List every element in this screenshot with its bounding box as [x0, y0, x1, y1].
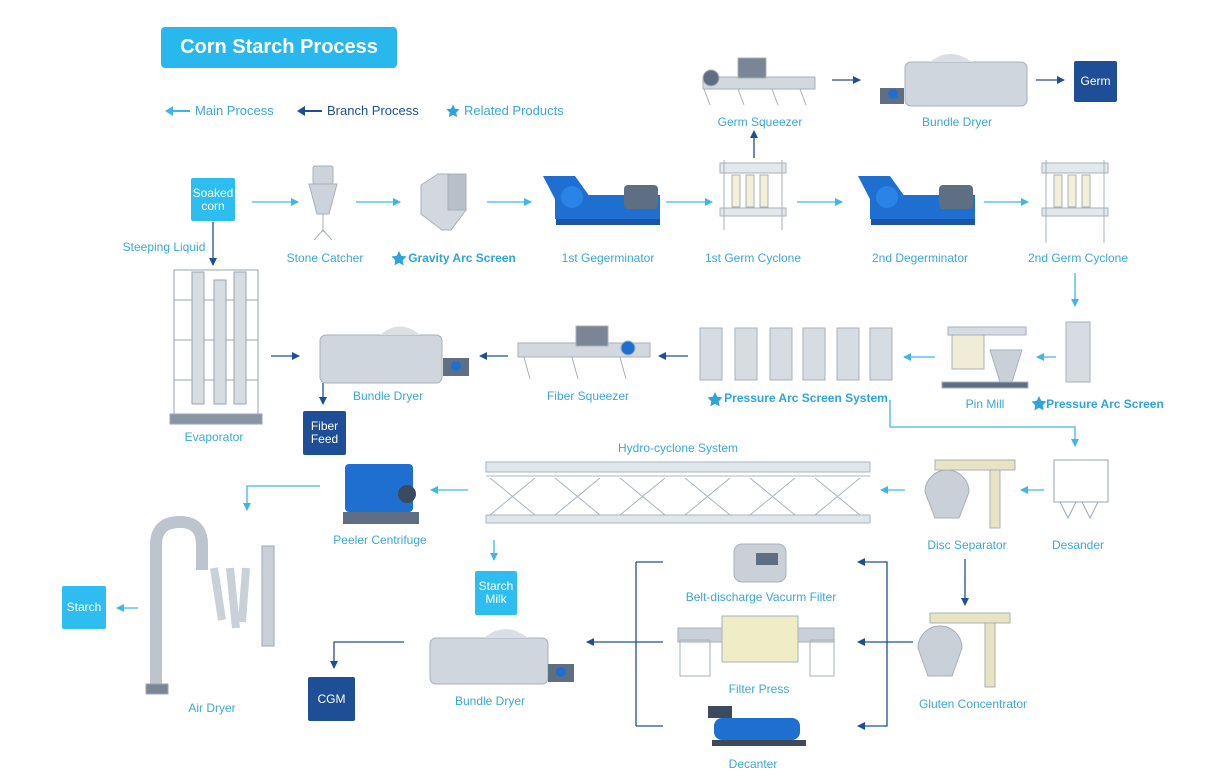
fiber-squeezer-machine — [517, 325, 651, 380]
peeler-centrifuge-label: Peeler Centrifuge — [333, 533, 427, 547]
disc-separator-machine — [924, 459, 1016, 529]
belt-filter-label: Belt-discharge Vacurm Filter — [685, 590, 837, 604]
legend-related: Related Products — [446, 103, 564, 118]
legend-related-label: Related Products — [464, 103, 564, 118]
gluten-concentrator-machine — [917, 612, 1011, 688]
branch-arrow-icon — [297, 105, 322, 116]
second-germ-cyclone-machine — [1041, 160, 1109, 243]
belt-filter-machine — [733, 543, 787, 583]
gravity-arc-screen-machine — [420, 173, 467, 231]
legend-main-label: Main Process — [195, 103, 274, 118]
second-degerminator-label: 2nd Degerminator — [871, 251, 969, 265]
desander-label: Desander — [1051, 538, 1105, 552]
first-germ-cyclone-machine — [719, 160, 787, 230]
starch-box: Starch — [62, 586, 106, 629]
pressure-arc-screen-system-machine — [699, 327, 893, 381]
bundle-dryer-germ-machine — [880, 54, 1028, 107]
star-icon — [446, 104, 460, 117]
pressure-arc-screen-label: Pressure Arc Screen — [1046, 397, 1164, 411]
stone-catcher-machine — [308, 165, 338, 241]
germ-squeezer-machine — [702, 57, 816, 106]
evaporator-label: Evaporator — [184, 430, 244, 444]
cgm-box: CGM — [308, 677, 355, 721]
germ-squeezer-label: Germ Squeezer — [717, 115, 803, 129]
bundle-dryer-fiber-label: Bundle Dryer — [352, 389, 424, 403]
second-degerminator-machine — [858, 176, 975, 225]
filter-press-label: Filter Press — [728, 682, 790, 696]
air-dryer-machine — [145, 515, 275, 695]
decanter-machine — [708, 706, 806, 746]
first-germ-cyclone-label: 1st Germ Cyclone — [704, 251, 802, 265]
gravity-arc-screen-label: Gravity Arc Screen — [408, 251, 516, 265]
related-product-stars — [391, 251, 1047, 411]
first-degerminator-label: 1st Gegerminator — [561, 251, 655, 265]
germ-box: Germ — [1074, 61, 1117, 102]
soaked-corn-box: Soaked corn — [191, 178, 235, 221]
steeping-liquid-label: Steeping Liquid — [122, 240, 206, 254]
fiber-feed-box: Fiber Feed — [303, 411, 346, 455]
pin-mill-machine — [941, 326, 1029, 389]
bundle-dryer-germ-label: Bundle Dryer — [921, 115, 993, 129]
pin-mill-label: Pin Mill — [965, 397, 1005, 411]
bundle-dryer-cgm-machine — [429, 629, 574, 685]
peeler-centrifuge-machine — [343, 464, 419, 524]
branch-process-arrows — [209, 76, 1065, 730]
star-icon — [1031, 396, 1047, 411]
main-arrow-icon — [165, 105, 190, 116]
legend-main: Main Process — [165, 103, 274, 118]
legend-branch-label: Branch Process — [327, 103, 419, 118]
first-degerminator-machine — [543, 176, 660, 225]
desander-machine — [1053, 459, 1109, 520]
starch-milk-box: Starch Milk — [475, 571, 517, 615]
hydro-cyclone-system-machine — [485, 461, 871, 524]
second-germ-cyclone-label: 2nd Germ Cyclone — [1027, 251, 1129, 265]
main-process-arrows — [116, 198, 1079, 612]
evaporator-machine — [169, 269, 263, 425]
stone-catcher-label: Stone Catcher — [286, 251, 364, 265]
fiber-squeezer-label: Fiber Squeezer — [546, 389, 630, 403]
gluten-concentrator-label: Gluten Concentrator — [918, 697, 1028, 711]
hydro-cyclone-system-label: Hydro-cyclone System — [617, 441, 739, 455]
air-dryer-label: Air Dryer — [188, 701, 236, 715]
star-icon — [707, 392, 723, 407]
pressure-arc-screen-system-label: Pressure Arc Screen System — [724, 391, 888, 405]
bundle-dryer-cgm-label: Bundle Dryer — [454, 694, 526, 708]
star-icon — [391, 251, 407, 266]
pressure-arc-screen-machine — [1065, 321, 1091, 383]
filter-press-machine — [677, 615, 835, 677]
legend-branch: Branch Process — [297, 103, 419, 118]
bundle-dryer-fiber-machine — [319, 326, 469, 384]
decanter-label: Decanter — [728, 757, 778, 771]
page-title: Corn Starch Process — [161, 27, 397, 68]
disc-separator-label: Disc Separator — [927, 538, 1007, 552]
